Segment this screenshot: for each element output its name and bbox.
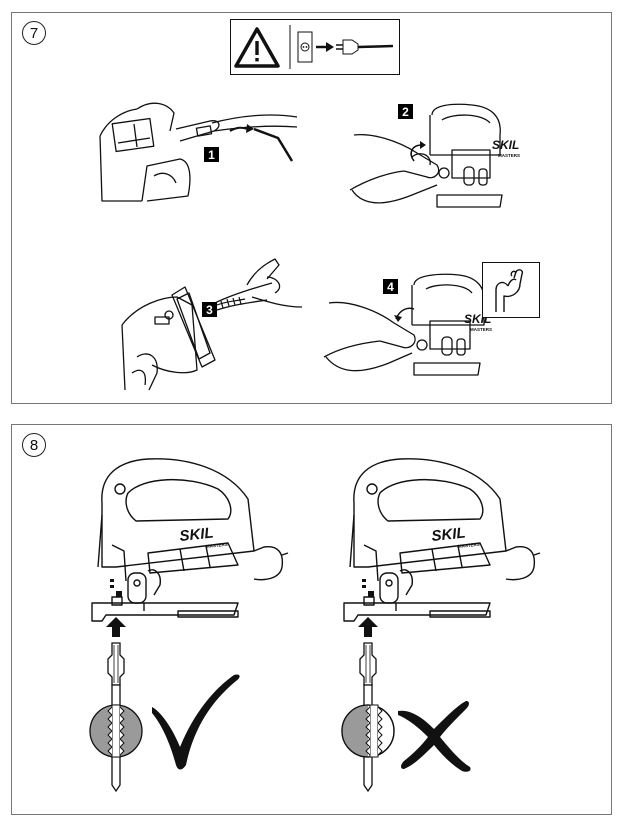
- unplug-warning-box: [230, 19, 400, 75]
- up-arrow-icon: [358, 617, 378, 637]
- allen-key-icon: [253, 127, 294, 162]
- jigsaw-correct: SKIL MASTERS: [91, 458, 289, 622]
- up-arrow-icon: [106, 617, 126, 637]
- step-1-badge: 1: [204, 147, 219, 162]
- svg-text:SKIL: SKIL: [431, 524, 467, 544]
- direction-arrow-icon: [229, 124, 254, 133]
- svg-text:MASTERS: MASTERS: [470, 327, 492, 332]
- figure-7-number: 7: [22, 21, 46, 45]
- wall-socket-icon: [297, 31, 313, 63]
- cross-icon: [398, 701, 471, 772]
- step-2-illustration: SKIL MASTERS: [349, 103, 520, 208]
- step-4-badge: 4: [383, 279, 398, 294]
- step-2-badge: 2: [398, 104, 413, 119]
- brand-logo: SKIL: [492, 138, 519, 152]
- brand-logo: SKIL: [179, 524, 215, 544]
- step-3-badge: 3: [202, 302, 217, 317]
- blade-incorrect-detail: [341, 617, 471, 793]
- svg-text:MASTERS: MASTERS: [206, 542, 228, 549]
- jigsaw-incorrect: SKIL MASTERS: [343, 458, 541, 622]
- warning-triangle-icon: [234, 27, 280, 68]
- figure-7-panel: 7: [11, 12, 612, 404]
- figure-8-panel: 8 SKIL MASTERS: [11, 424, 612, 815]
- rotate-arrow-icon: [410, 141, 426, 162]
- svg-text:MASTERS: MASTERS: [498, 153, 520, 158]
- step-3-illustration: [121, 258, 303, 391]
- blade-correct-detail: [89, 617, 240, 793]
- cleaning-brush-icon: [216, 296, 246, 309]
- unplug-arrow-icon: [316, 42, 334, 52]
- flexed-arm-icon: [495, 269, 524, 312]
- force-hint-box: [482, 262, 540, 318]
- rotate-arrow-icon: [394, 307, 415, 322]
- checkmark-icon: [152, 674, 240, 770]
- figure-8-number: 8: [22, 433, 46, 457]
- plug-icon: [336, 39, 394, 55]
- svg-text:MASTERS: MASTERS: [458, 542, 480, 549]
- step-1-illustration: [99, 102, 298, 202]
